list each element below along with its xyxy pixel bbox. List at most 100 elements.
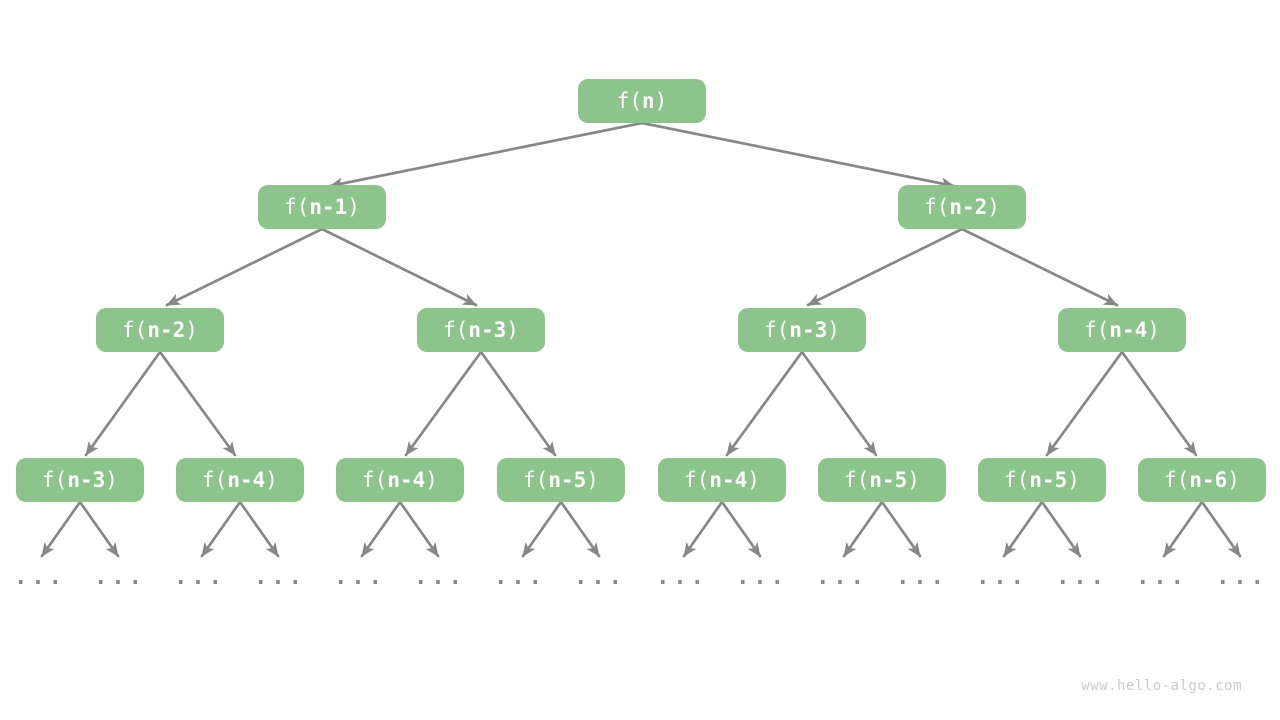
ellipsis: ... — [574, 565, 626, 590]
ellipsis: ... — [94, 565, 146, 590]
edge-arrow — [806, 227, 964, 307]
node-label-arg: n — [641, 89, 655, 113]
node-label-prefix: f( — [523, 468, 549, 492]
edge-arrow — [725, 350, 804, 457]
edge-arrow — [398, 500, 440, 558]
node-label-prefix: f( — [616, 89, 642, 113]
node-label-suffix: ) — [347, 195, 360, 219]
node-label-arg: n-4 — [709, 468, 748, 492]
ellipsis: ... — [976, 565, 1028, 590]
node-label-suffix: ) — [1067, 468, 1080, 492]
node-label-suffix: ) — [1227, 468, 1240, 492]
node-label-prefix: f( — [844, 468, 870, 492]
node-label-suffix: ) — [747, 468, 760, 492]
edge-arrow — [1045, 350, 1124, 457]
node-label-prefix: f( — [924, 195, 950, 219]
ellipsis: ... — [1216, 565, 1268, 590]
node-label-suffix: ) — [654, 89, 668, 113]
node-label-arg: n-3 — [67, 468, 106, 492]
node-label-arg: n-6 — [1189, 468, 1228, 492]
node-label-arg: n-1 — [309, 195, 348, 219]
node-label-arg: n-3 — [789, 318, 828, 342]
node-label-suffix: ) — [265, 468, 278, 492]
edge-arrow — [360, 500, 402, 558]
tree-node: f(n-3) — [417, 308, 545, 352]
node-label-prefix: f( — [684, 468, 710, 492]
node-label-suffix: ) — [105, 468, 118, 492]
ellipsis: ... — [414, 565, 466, 590]
node-label-arg: n-4 — [387, 468, 426, 492]
edge-arrow — [84, 350, 162, 457]
ellipsis: ... — [254, 565, 306, 590]
node-label-prefix: f( — [362, 468, 388, 492]
node-label-prefix: f( — [122, 318, 148, 342]
edge-arrow — [320, 227, 478, 307]
edge-arrow — [165, 227, 324, 307]
node-label-arg: n-5 — [1029, 468, 1068, 492]
edge-arrow — [78, 500, 120, 558]
edge-arrow — [200, 500, 242, 558]
node-label-suffix: ) — [987, 195, 1000, 219]
tree-node: f(n-3) — [738, 308, 866, 352]
edge-arrow — [238, 500, 280, 558]
node-label-arg: n-5 — [548, 468, 587, 492]
edge-arrow — [404, 350, 483, 457]
node-label-suffix: ) — [425, 468, 438, 492]
edge-arrow — [559, 500, 601, 558]
node-label-suffix: ) — [586, 468, 599, 492]
node-label-suffix: ) — [907, 468, 920, 492]
node-label-prefix: f( — [284, 195, 310, 219]
edge-arrow — [158, 350, 237, 457]
tree-node: f(n-5) — [978, 458, 1106, 502]
edge-arrow — [1040, 500, 1082, 558]
node-label-suffix: ) — [827, 318, 840, 342]
ellipsis: ... — [736, 565, 788, 590]
node-label-arg: n-4 — [1109, 318, 1148, 342]
tree-node: f(n-2) — [898, 185, 1026, 229]
ellipsis: ... — [1056, 565, 1108, 590]
edge-arrow — [479, 350, 557, 457]
edge-arrow — [960, 227, 1119, 307]
ellipsis: ... — [174, 565, 226, 590]
edge-arrow — [1120, 350, 1198, 457]
ellipsis: ... — [334, 565, 386, 590]
edge-arrow — [800, 350, 878, 457]
edge-arrow — [842, 500, 884, 558]
edge-arrow — [1002, 500, 1044, 558]
edge-arrow — [682, 500, 724, 558]
ellipsis: ... — [14, 565, 66, 590]
tree-node: f(n-4) — [176, 458, 304, 502]
edge-arrow — [1200, 500, 1242, 558]
edge-arrow — [521, 500, 563, 558]
node-label-prefix: f( — [1004, 468, 1030, 492]
tree-node: f(n-4) — [1058, 308, 1186, 352]
node-label-arg: n-2 — [949, 195, 988, 219]
ellipsis: ... — [656, 565, 708, 590]
tree-node: f(n-5) — [497, 458, 625, 502]
ellipsis: ... — [896, 565, 948, 590]
ellipsis: ... — [494, 565, 546, 590]
edge-arrow — [40, 500, 82, 558]
ellipsis: ... — [1136, 565, 1188, 590]
tree-node-root: f(n) — [578, 79, 706, 123]
node-label-suffix: ) — [506, 318, 519, 342]
edge-arrow — [880, 500, 922, 558]
node-label-prefix: f( — [764, 318, 790, 342]
node-label-arg: n-5 — [869, 468, 908, 492]
tree-node: f(n-4) — [658, 458, 786, 502]
ellipsis: ... — [816, 565, 868, 590]
tree-node: f(n-1) — [258, 185, 386, 229]
tree-node: f(n-4) — [336, 458, 464, 502]
node-label-suffix: ) — [1147, 318, 1160, 342]
node-label-prefix: f( — [443, 318, 469, 342]
node-label-prefix: f( — [42, 468, 68, 492]
node-label-prefix: f( — [1084, 318, 1110, 342]
tree-node: f(n-6) — [1138, 458, 1266, 502]
node-label-arg: n-3 — [468, 318, 507, 342]
edge-arrow — [1162, 500, 1204, 558]
tree-node: f(n-2) — [96, 308, 224, 352]
tree-node: f(n-5) — [818, 458, 946, 502]
watermark-text: www.hello-algo.com — [1081, 678, 1242, 694]
